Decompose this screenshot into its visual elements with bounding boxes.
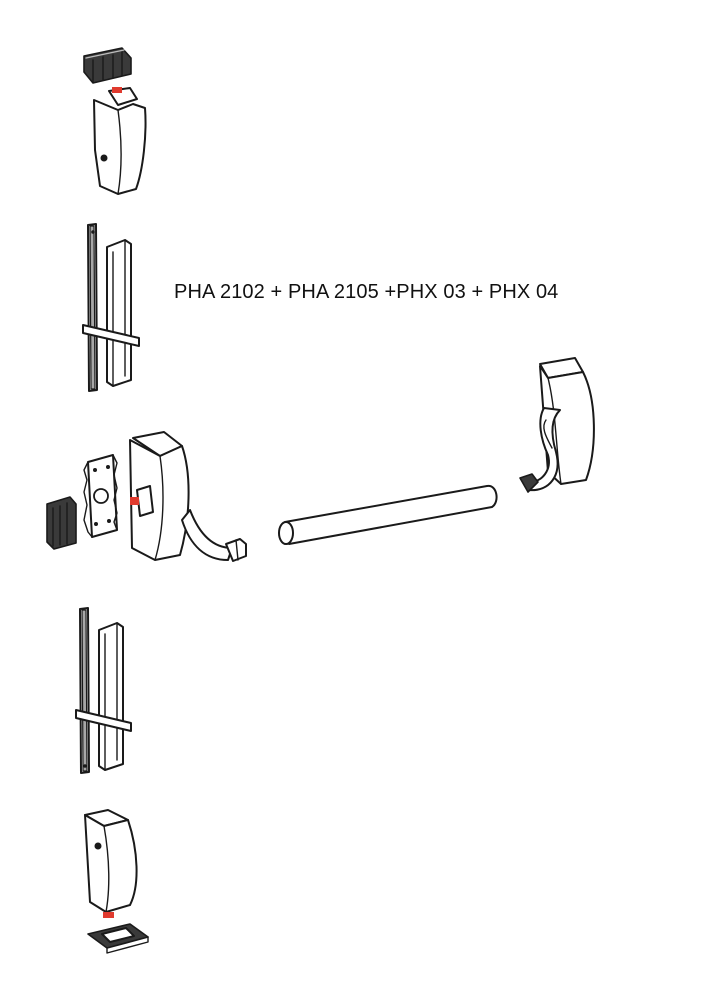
push-bar-tube: [278, 484, 498, 545]
mounting-plate: [83, 454, 118, 538]
bottom-latch-housing: [84, 809, 138, 918]
top-latch-bolt-red: [112, 87, 122, 93]
top-strike-plate: [83, 47, 132, 84]
bottom-floor-strike: [87, 923, 149, 954]
lower-rod-guide: [98, 622, 124, 771]
bottom-housing-screw-hole: [94, 842, 102, 850]
product-codes-caption: PHA 2102 + PHA 2105 +PHX 03 + PHX 04: [174, 281, 559, 303]
upper-vertical-rod: [87, 223, 98, 392]
left-side-strike: [46, 496, 77, 550]
bottom-latch-bolt-red: [103, 912, 114, 918]
left-push-handle: [181, 509, 247, 562]
top-latch-housing: [93, 87, 147, 195]
top-housing-screw-hole: [100, 154, 108, 162]
main-lock-case: [129, 431, 190, 561]
upper-cut-marks: [82, 324, 140, 347]
lower-cut-marks: [75, 709, 132, 732]
lower-vertical-rod: [79, 607, 90, 774]
right-push-handle: [519, 407, 561, 493]
upper-rod-guide: [106, 239, 132, 387]
main-latch-bolt-red: [130, 497, 139, 505]
